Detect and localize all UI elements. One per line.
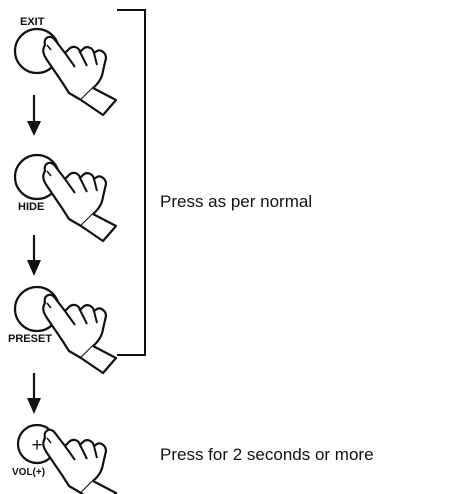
- plus-symbol: +: [31, 435, 42, 456]
- final-caption: Press for 2 seconds or more: [160, 445, 374, 464]
- arrow-down-icon: [27, 95, 41, 136]
- exit-button: [13, 27, 118, 117]
- arrow-down-icon: [27, 235, 41, 276]
- preset-button: [13, 285, 118, 375]
- arrow-down-icon: [27, 373, 41, 414]
- hide-button: [13, 153, 118, 243]
- pressing-hand-icon: [42, 35, 118, 117]
- pressing-hand-icon: [42, 293, 118, 375]
- group-caption: Press as per normal: [160, 192, 313, 211]
- group-bracket: [117, 9, 146, 356]
- hide-label: HIDE: [18, 201, 45, 213]
- vol-plus-label: VOL(+): [12, 467, 46, 478]
- pressing-hand-icon: [42, 161, 118, 243]
- vol-plus-button: +: [16, 423, 118, 494]
- preset-label: PRESET: [8, 333, 53, 345]
- pressing-hand-icon: [42, 428, 118, 494]
- exit-label: EXIT: [20, 16, 45, 28]
